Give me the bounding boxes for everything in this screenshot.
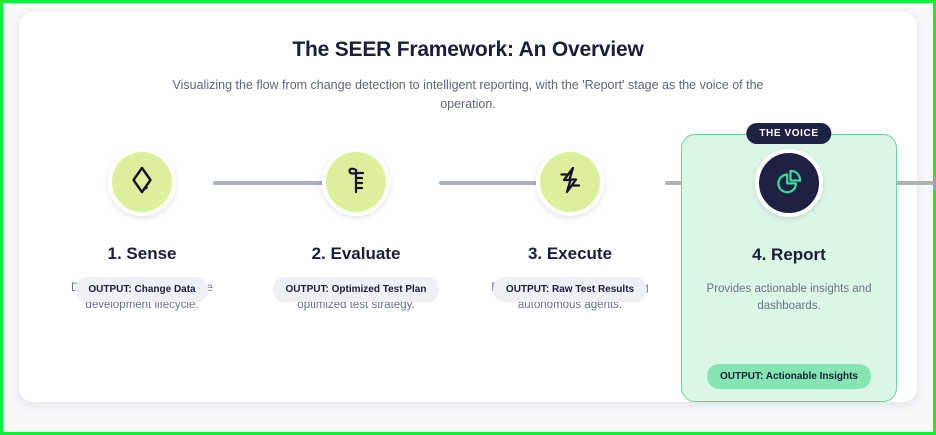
process-flow: 1. Sense Detects changes across the deve… xyxy=(35,123,936,402)
step-icon-circle xyxy=(755,149,823,217)
page-background: The SEER Framework: An Overview Visualiz… xyxy=(3,3,936,432)
ruler-gauge-icon xyxy=(343,164,369,201)
output-badge: OUTPUT: Change Data xyxy=(75,277,209,302)
output-badge: OUTPUT: Raw Test Results xyxy=(492,277,648,302)
step-card-evaluate[interactable]: 2. Evaluate Analyzes impact and creates … xyxy=(249,134,463,314)
page-title: The SEER Framework: An Overview xyxy=(292,38,644,61)
diagram-panel: The SEER Framework: An Overview Visualiz… xyxy=(19,12,936,402)
diamond-sensor-icon xyxy=(129,165,155,200)
lightning-bolt-icon xyxy=(556,165,584,200)
step-title: 2. Evaluate xyxy=(311,244,401,263)
step-list: 1. Sense Detects changes across the deve… xyxy=(35,123,901,402)
pie-chart-icon xyxy=(774,166,804,201)
step-card-sense[interactable]: 1. Sense Detects changes across the deve… xyxy=(35,134,249,314)
output-badge: OUTPUT: Actionable Insights xyxy=(707,364,871,389)
step-icon-circle xyxy=(322,148,390,216)
step-card-report[interactable]: THE VOICE 4. Report Provides actionable … xyxy=(681,123,897,402)
header: The SEER Framework: An Overview Visualiz… xyxy=(35,38,901,114)
step-title: 4. Report xyxy=(752,245,826,264)
step-title: 3. Execute xyxy=(527,244,613,263)
the-voice-badge: THE VOICE xyxy=(746,123,832,144)
step-icon-circle xyxy=(108,148,176,216)
page-subtitle: Visualizing the flow from change detecti… xyxy=(172,78,764,111)
step-title: 1. Sense xyxy=(107,244,177,263)
step-icon-circle xyxy=(536,148,604,216)
step-description: Provides actionable insights and dashboa… xyxy=(706,283,872,312)
output-badge: OUTPUT: Optimized Test Plan xyxy=(272,277,440,302)
